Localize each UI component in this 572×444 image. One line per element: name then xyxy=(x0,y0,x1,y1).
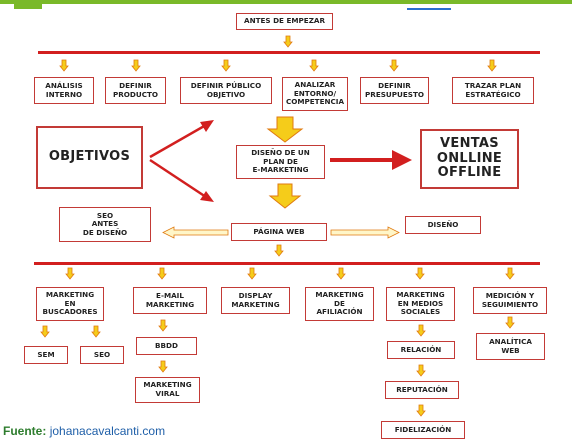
analysis-box-audience: DEFINIR PÚBLICO OBJETIVO xyxy=(180,77,272,104)
plan-box: DISEÑO DE UN PLAN DE E-MARKETING xyxy=(236,145,325,179)
arrow-objetivos-down-head xyxy=(200,191,214,202)
arrow-down-analitica xyxy=(505,316,515,329)
footer-label: Fuente: xyxy=(3,424,47,438)
arrow-to-diseno xyxy=(330,226,400,239)
analysis-box-strategy: TRAZAR PLAN ESTRATÉGICO xyxy=(452,77,534,104)
channel-box-social: MARKETING EN MEDIOS SOCIALES xyxy=(386,287,455,321)
arrow-down-channel-4 xyxy=(336,267,346,280)
analitica-box: ANALÍTICA WEB xyxy=(476,333,545,360)
channel-box-email: E-MAIL MARKETING xyxy=(133,287,207,314)
arrow-down-reputacion xyxy=(416,364,426,377)
arrow-down-channel-1 xyxy=(65,267,75,280)
bbdd-box: BBDD xyxy=(136,337,197,355)
arrow-down-fidelizacion xyxy=(416,404,426,417)
arrow-down-relacion xyxy=(416,324,426,337)
top-accent-tab xyxy=(14,0,42,9)
connector-line-bottom xyxy=(34,262,540,265)
objetivos-box: OBJETIVOS xyxy=(36,126,143,189)
arrow-down-analysis-6 xyxy=(487,59,497,72)
footer-source-link[interactable]: johanacavalcanti.com xyxy=(49,424,166,438)
top-accent-bar xyxy=(0,0,572,4)
channel-box-measurement: MEDICIÓN Y SEGUIMIENTO xyxy=(473,287,547,314)
big-arrow-to-web xyxy=(268,183,302,209)
sem-box: SEM xyxy=(24,346,68,364)
diseno-box: DISEÑO xyxy=(405,216,481,234)
marketing-viral-box: MARKETING VIRAL xyxy=(135,377,200,403)
arrow-down-viral xyxy=(158,360,168,373)
relacion-box: RELACIÓN xyxy=(387,341,455,359)
arrow-down-analysis-2 xyxy=(131,59,141,72)
fidelizacion-box: FIDELIZACIÓN xyxy=(381,421,465,439)
arrow-down-web xyxy=(274,244,284,257)
channel-box-display: DISPLAY MARKETING xyxy=(221,287,290,314)
arrow-down-channel-6 xyxy=(505,267,515,280)
arrow-to-ventas-head xyxy=(392,150,412,170)
channel-box-affiliation: MARKETING DE AFILIACIÓN xyxy=(305,287,374,321)
channel-box-search: MARKETING EN BUSCADORES xyxy=(36,287,104,321)
arrow-down-sem xyxy=(40,325,50,338)
arrow-objetivos-up-head xyxy=(200,120,214,132)
ventas-box: VENTAS ONLLINE OFFLINE xyxy=(420,129,519,189)
footer-source: Fuente: johanacavalcanti.com xyxy=(3,424,165,438)
analysis-box-budget: DEFINIR PRESUPUESTO xyxy=(360,77,429,104)
arrow-down-bbdd xyxy=(158,319,168,332)
analysis-box-environment: ANALIZAR ENTORNO/ COMPETENCIA xyxy=(282,77,348,111)
top-blue-line xyxy=(407,8,451,10)
arrow-down-seo xyxy=(91,325,101,338)
arrow-down-analysis-3 xyxy=(221,59,231,72)
arrow-down-title xyxy=(283,35,293,48)
arrow-down-channel-5 xyxy=(415,267,425,280)
arrow-down-analysis-1 xyxy=(59,59,69,72)
arrow-objetivos-down xyxy=(149,158,207,199)
arrow-down-analysis-4 xyxy=(309,59,319,72)
analysis-box-internal: ANÁLISIS INTERNO xyxy=(34,77,94,104)
arrow-down-channel-3 xyxy=(247,267,257,280)
arrow-down-analysis-5 xyxy=(389,59,399,72)
big-arrow-to-plan xyxy=(266,116,304,143)
title-box: ANTES DE EMPEZAR xyxy=(236,13,333,30)
pagina-web-box: PÁGINA WEB xyxy=(231,223,327,241)
arrow-down-channel-2 xyxy=(157,267,167,280)
analysis-box-product: DEFINIR PRODUCTO xyxy=(105,77,166,104)
seo-box: SEO xyxy=(80,346,124,364)
reputacion-box: REPUTACIÓN xyxy=(385,381,459,399)
arrow-objetivos-up xyxy=(149,123,207,159)
arrow-to-seo-antes xyxy=(162,226,229,239)
seo-antes-box: SEO ANTES DE DISEÑO xyxy=(59,207,151,242)
connector-line-top xyxy=(38,51,540,54)
